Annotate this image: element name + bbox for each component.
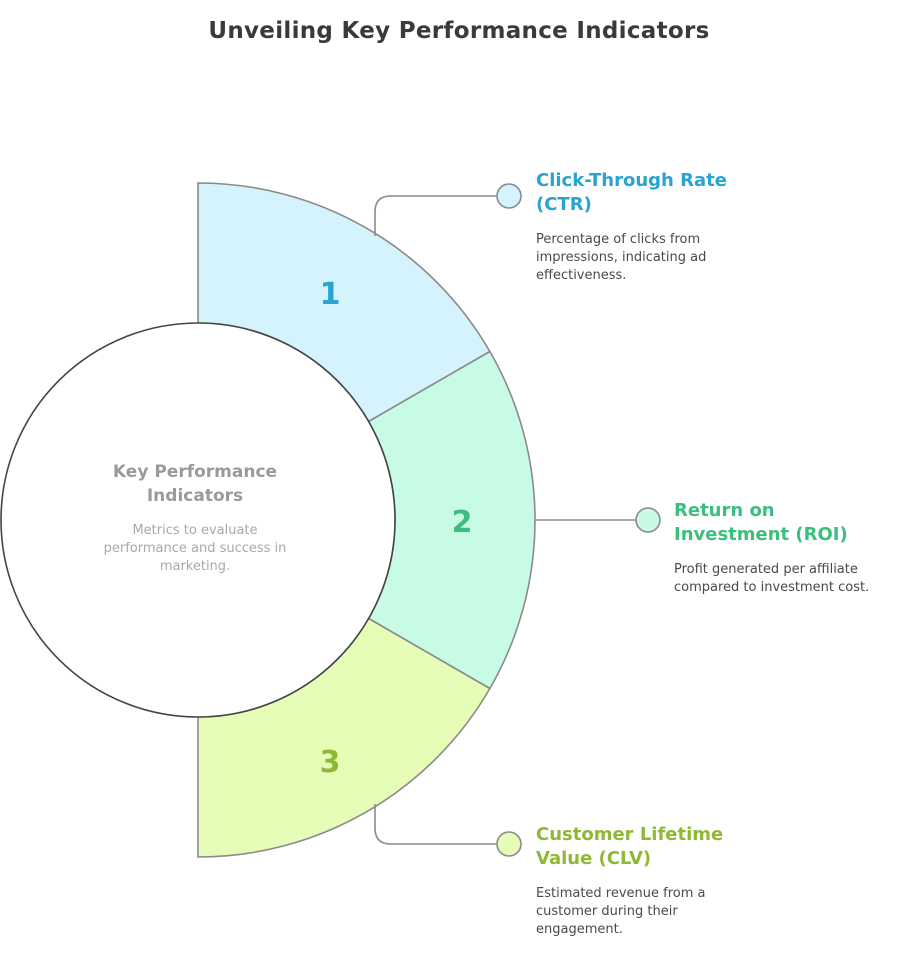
diagram-title: Unveiling Key Performance Indicators — [208, 18, 710, 44]
kpi-title-clv: Customer Lifetime Value (CLV) — [536, 824, 724, 869]
connector-node-1 — [496, 183, 522, 209]
connector-line-1 — [374, 195, 497, 236]
kpi-label-roi: Return on Investment (ROI) Profit genera… — [674, 499, 894, 597]
kpi-title-roi: Return on Investment (ROI) — [674, 500, 848, 545]
kpi-title-ctr: Click-Through Rate (CTR) — [536, 170, 727, 215]
connector-node-3 — [496, 831, 522, 857]
segment-number-3: 3 — [320, 745, 341, 780]
connector-line-3 — [374, 804, 497, 845]
kpi-description-roi: Profit generated per affiliate compared … — [674, 562, 870, 595]
connector-node-2 — [635, 507, 661, 533]
center-label: Key Performance Indicators Metrics to ev… — [90, 460, 300, 576]
center-title: Key Performance Indicators — [112, 462, 278, 506]
kpi-label-ctr: Click-Through Rate (CTR) Percentage of c… — [536, 169, 756, 285]
segment-number-2: 2 — [452, 505, 473, 540]
segment-number-1: 1 — [320, 277, 341, 312]
kpi-label-clv: Customer Lifetime Value (CLV) Estimated … — [536, 823, 756, 939]
kpi-description-ctr: Percentage of clicks from impressions, i… — [536, 232, 707, 283]
center-circle — [0, 322, 396, 718]
kpi-description-clv: Estimated revenue from a customer during… — [536, 886, 706, 937]
center-description: Metrics to evaluate performance and succ… — [103, 523, 287, 574]
